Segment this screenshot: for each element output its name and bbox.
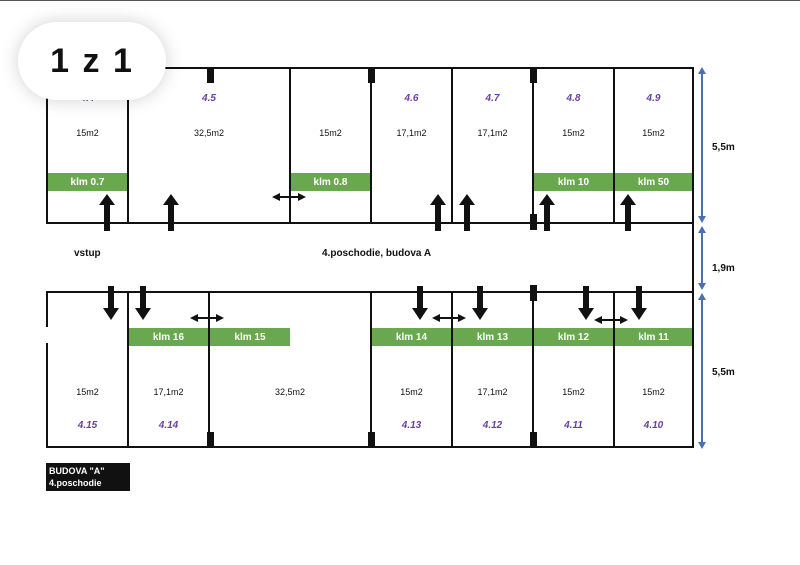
arrow-down-icon [578,286,594,320]
room-area: 15m2 [562,128,585,138]
room-number: 4.5 [202,93,216,104]
ac-unit-label: klm 0.8 [291,173,370,191]
caption-floor: 4.poschodie [49,478,102,488]
room-number: 4.11 [564,420,583,431]
dimension-top: 5,5m [712,142,735,153]
arrow-up-icon [620,194,636,231]
arrow-down-icon [472,286,488,320]
room-area: 15m2 [76,128,99,138]
ac-unit-label: klm 50 [615,173,692,191]
room-area: 15m2 [76,387,99,397]
dimension-middle: 1,9m [712,263,735,274]
ac-unit-label: klm 10 [534,173,613,191]
wall-segment [46,343,48,448]
arrow-up-icon [430,194,446,231]
dimension-bottom: 5,5m [712,367,735,378]
room-bottom-3: 32,5m2 [208,291,372,448]
arrow-up-icon [99,194,115,231]
dimension-line-bottom [701,296,703,446]
door-marker [530,214,537,230]
ac-unit-label: klm 13 [453,328,532,346]
arrow-down-icon [135,286,151,320]
room-4-7: 4.7 17,1m2 [451,67,534,224]
door-marker [368,432,375,448]
double-arrow-icon [432,314,466,322]
room-area: 32,5m2 [274,387,306,397]
double-arrow-icon [190,314,224,322]
building-caption: BUDOVA "A" 4.poschodie [46,463,130,491]
door-marker [368,67,375,83]
arrow-up-icon [539,194,555,231]
wall-segment [46,291,48,327]
ac-unit-label: klm 16 [129,328,208,346]
dimension-arrow-icon [698,293,706,300]
dimension-line-middle [701,228,703,288]
dimension-arrow-icon [698,216,706,223]
room-area: 17,1m2 [396,128,427,138]
arrow-down-icon [103,286,119,320]
ac-unit-label: klm 12 [534,328,613,346]
room-area: 15m2 [642,387,665,397]
door-marker [207,432,214,448]
room-number: 4.8 [566,93,581,104]
dimension-line-top [701,70,703,220]
room-number: 4.14 [158,420,179,431]
door-marker [530,67,537,83]
floor-title: 4.poschodie, budova A [322,248,432,259]
room-number: 4.12 [482,420,503,431]
dimension-arrow-icon [698,283,706,290]
door-marker [530,432,537,448]
dimension-arrow-icon [698,67,706,74]
arrow-up-icon [163,194,179,231]
room-area: 17,1m2 [153,387,184,397]
arrow-up-icon [459,194,475,231]
room-area: 15m2 [642,128,665,138]
ac-unit-label: klm 0.7 [48,173,127,191]
door-marker [530,285,537,301]
room-number: 4.15 [77,420,98,431]
room-number: 4.9 [646,93,661,104]
door-marker [207,67,214,83]
room-4-5: 4.5 32,5m2 [127,67,291,224]
room-number: 4.13 [401,420,422,431]
room-number: 4.6 [404,93,419,104]
ac-unit-label: klm 11 [615,328,692,346]
ac-unit-label: klm 15 [210,328,290,346]
arrow-down-icon [631,286,647,320]
image-counter: 1 z 1 [18,22,166,100]
arrow-down-icon [412,286,428,320]
room-area: 17,1m2 [477,128,508,138]
room-number: 4.7 [485,93,500,104]
room-number: 4.10 [643,420,664,431]
ac-unit-label: klm 14 [372,328,451,346]
room-4-15: 15m2 4.15 [46,291,129,448]
room-area: 15m2 [319,128,342,138]
room-4-10: 15m2 4.10 [613,291,694,448]
double-arrow-icon [594,316,628,324]
room-area: 17,1m2 [477,387,508,397]
dimension-arrow-icon [698,442,706,449]
room-area: 32,5m2 [193,128,225,138]
dimension-arrow-icon [698,226,706,233]
entrance-label: vstup [74,248,101,259]
top-border-line [0,0,800,1]
room-area: 15m2 [562,387,585,397]
double-arrow-icon [272,193,306,201]
caption-building: BUDOVA "A" [49,466,105,476]
room-area: 15m2 [400,387,423,397]
